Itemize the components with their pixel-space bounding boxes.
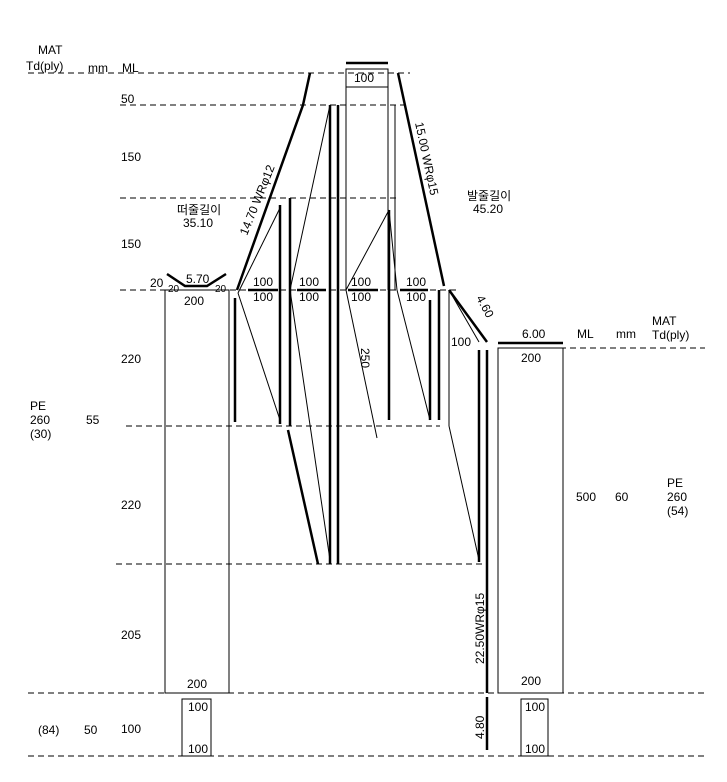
- reeving-line: [396, 289, 431, 421]
- side-sheave-value: 100: [451, 335, 471, 349]
- left-block: [164, 289, 230, 694]
- vertical-rope-label: 22.50WRφ15: [473, 593, 487, 664]
- right-gap-label: 6.00: [522, 327, 546, 341]
- right-block-top-value: 200: [521, 351, 541, 365]
- sheave-value: 100: [253, 275, 273, 289]
- left-gap-label: 5.70: [186, 272, 210, 286]
- reeving-line: [289, 104, 331, 291]
- left-bottom-ply: (84): [38, 723, 59, 737]
- level-value: 220: [121, 352, 141, 366]
- reeving-line: [388, 209, 398, 291]
- left-mat-label: MAT: [38, 43, 63, 57]
- reeving-line: [345, 289, 378, 439]
- level-value: 150: [121, 150, 141, 164]
- reeving-line: [345, 209, 390, 291]
- left-small-top-value: 100: [188, 700, 208, 714]
- diagonal-value: 250: [358, 348, 372, 368]
- reeving-line: [448, 425, 480, 561]
- right-material-name: PE: [667, 476, 683, 490]
- right-mm-value: 60: [615, 490, 629, 504]
- rope-tail-label: 4.80: [473, 715, 487, 739]
- right-main-rope: [396, 72, 446, 287]
- right-small-block: [520, 698, 549, 757]
- right-mm-label: mm: [616, 327, 636, 341]
- left-td-label: Td(ply): [26, 59, 63, 73]
- right-block: [497, 347, 564, 694]
- short-rope-label: 4.60: [473, 293, 496, 320]
- sheave-value: 100: [299, 290, 319, 304]
- left-block-top-value: 200: [184, 294, 204, 308]
- left-ml-label: ML: [122, 61, 139, 75]
- level-value: 205: [121, 628, 141, 642]
- top-sheave-value: 100: [354, 71, 374, 85]
- left-inner-label: 20: [168, 284, 180, 295]
- left-block-top-bracket: [166, 272, 227, 288]
- short-rope: [447, 289, 489, 343]
- right-material-td: 260: [667, 490, 687, 504]
- sheave-value: 100: [351, 290, 371, 304]
- right-small-top-value: 100: [525, 700, 545, 714]
- left-main-rope: [235, 72, 312, 291]
- right-td-label: Td(ply): [652, 328, 689, 342]
- left-side-label: 20: [150, 276, 164, 290]
- level-value: 100: [121, 722, 141, 736]
- reeving-line: [237, 207, 281, 294]
- sheave-value: 100: [406, 275, 426, 289]
- level-value: 150: [121, 237, 141, 251]
- level-value: 50: [121, 92, 135, 106]
- reeving-line: [448, 289, 480, 343]
- right-length-value: 45.20: [473, 202, 503, 216]
- sheave-value: 100: [253, 290, 273, 304]
- left-material-ply: (30): [30, 427, 51, 441]
- left-block-bottom-value: 200: [187, 677, 207, 691]
- right-length-title: 발줄길이: [467, 189, 511, 203]
- left-material-mm: 55: [86, 413, 100, 427]
- left-small-bottom-value: 100: [188, 742, 208, 756]
- right-material-ply: (54): [667, 504, 688, 518]
- left-material-td: 260: [30, 413, 50, 427]
- left-small-block: [181, 698, 212, 757]
- left-mm-label: mm: [88, 61, 108, 75]
- left-bottom-mm: 50: [84, 723, 98, 737]
- right-ml-label: ML: [577, 327, 594, 341]
- sheave-value: 100: [299, 275, 319, 289]
- left-length-value: 35.10: [183, 216, 213, 230]
- reeving-line: [289, 289, 331, 561]
- right-inner-label: 20: [215, 284, 227, 295]
- top-sheave: [345, 68, 389, 88]
- left-length-title: 떠줄길이: [177, 203, 221, 217]
- reeving-line: [237, 292, 281, 421]
- right-mat-label: MAT: [652, 314, 677, 328]
- right-small-bottom-value: 100: [525, 742, 545, 756]
- sheave-value: 100: [351, 275, 371, 289]
- sheave-value: 100: [406, 290, 426, 304]
- level-value: 220: [121, 498, 141, 512]
- right-ml-value: 500: [576, 490, 596, 504]
- left-lower-rope: [286, 429, 320, 565]
- left-material-name: PE: [30, 399, 46, 413]
- right-block-bottom-value: 200: [521, 674, 541, 688]
